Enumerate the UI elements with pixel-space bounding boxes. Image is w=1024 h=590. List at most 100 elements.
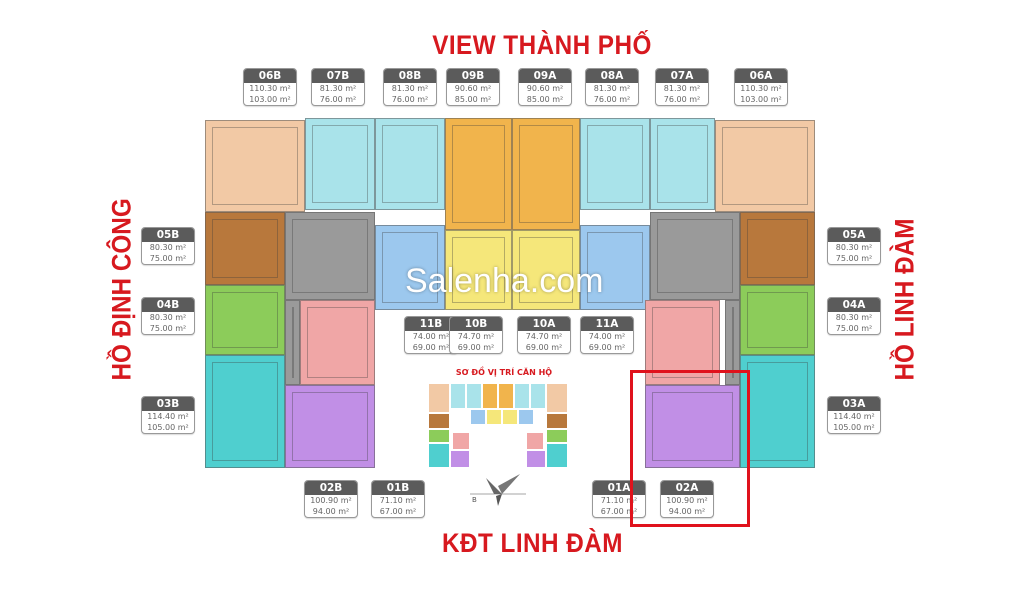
unit-code: 02B (305, 481, 357, 495)
mini-block-06a (546, 383, 568, 413)
unit-area-gross: 100.90 m² (666, 496, 708, 505)
unit-block-11b[interactable] (375, 225, 445, 310)
unit-area-gross: 71.10 m² (379, 496, 417, 505)
mini-block-04b (428, 429, 450, 443)
unit-area-gross: 71.10 m² (600, 496, 638, 505)
unit-area-net: 75.00 m² (149, 254, 187, 263)
title-bottom: KĐT LINH ĐÀM (442, 528, 623, 558)
unit-area-net: 69.00 m² (412, 343, 450, 352)
unit-area-gross: 74.00 m² (412, 332, 450, 341)
mini-block-01b (452, 432, 470, 450)
unit-block-09b[interactable] (445, 118, 512, 230)
unit-area-net: 67.00 m² (379, 507, 417, 516)
unit-code: 11A (581, 317, 633, 331)
watermark: Salenha.com (405, 262, 604, 300)
mini-block-08a (514, 383, 530, 409)
unit-code: 01B (372, 481, 424, 495)
unit-block-03b[interactable] (205, 355, 285, 468)
unit-block-02a[interactable] (645, 385, 740, 468)
unit-area-gross: 81.30 m² (391, 84, 429, 93)
unit-area-net: 94.00 m² (312, 507, 350, 516)
mini-map-title: SƠ ĐỒ VỊ TRÍ CĂN HỘ (455, 368, 553, 377)
unit-block-08b[interactable] (375, 118, 445, 210)
unit-block-03a[interactable] (740, 355, 815, 468)
unit-block-06b[interactable] (205, 120, 305, 212)
unit-area-net: 103.00 m² (249, 95, 291, 104)
unit-area-gross: 80.30 m² (149, 243, 187, 252)
mini-block-09a (498, 383, 514, 409)
unit-code: 05A (828, 228, 880, 242)
unit-block-02b[interactable] (285, 385, 375, 468)
unit-area-gross: 90.60 m² (526, 84, 564, 93)
unit-area-gross: 81.30 m² (663, 84, 701, 93)
unit-block-04b[interactable] (205, 285, 285, 355)
unit-block-08a[interactable] (580, 118, 650, 210)
unit-area-net: 69.00 m² (525, 343, 563, 352)
unit-code: 06A (735, 69, 787, 83)
unit-code: 08A (586, 69, 638, 83)
unit-area-net: 75.00 m² (835, 254, 873, 263)
mini-block-02a (526, 450, 546, 468)
mini-block-03b (428, 443, 450, 468)
unit-code: 11B (405, 317, 457, 331)
unit-area-gross: 90.60 m² (454, 84, 492, 93)
unit-area-net: 105.00 m² (147, 423, 189, 432)
mini-block-06b (428, 383, 450, 413)
unit-area-net: 69.00 m² (588, 343, 626, 352)
unit-block-09a[interactable] (512, 118, 580, 230)
unit-area-gross: 74.00 m² (588, 332, 626, 341)
mini-block-11a (518, 409, 534, 425)
unit-block-06a[interactable] (715, 120, 815, 212)
unit-block-07a[interactable] (650, 118, 715, 210)
unit-code: 03A (828, 397, 880, 411)
unit-code: 07B (312, 69, 364, 83)
unit-area-net: 105.00 m² (833, 423, 875, 432)
unit-block-10b[interactable] (445, 230, 512, 310)
svg-text:B: B (472, 496, 477, 504)
unit-block-05a[interactable] (740, 212, 815, 285)
unit-area-net: 69.00 m² (457, 343, 495, 352)
unit-block-01b[interactable] (300, 300, 375, 385)
mini-block-03a (546, 443, 568, 468)
mini-block-05a (546, 413, 568, 429)
unit-area-gross: 80.30 m² (835, 313, 873, 322)
unit-area-gross: 114.40 m² (833, 412, 875, 421)
unit-block-11a[interactable] (580, 225, 650, 310)
unit-area-gross: 81.30 m² (593, 84, 631, 93)
unit-block-10a[interactable] (512, 230, 580, 310)
mini-block-04a (546, 429, 568, 443)
mini-block-11b (470, 409, 486, 425)
unit-area-net: 75.00 m² (835, 324, 873, 333)
unit-area-gross: 100.90 m² (310, 496, 352, 505)
core-block (285, 212, 375, 300)
unit-area-net: 76.00 m² (319, 95, 357, 104)
unit-block-05b[interactable] (205, 212, 285, 285)
unit-area-net: 94.00 m² (668, 507, 706, 516)
unit-area-net: 103.00 m² (740, 95, 782, 104)
unit-area-gross: 110.30 m² (740, 84, 782, 93)
unit-block-04a[interactable] (740, 285, 815, 355)
unit-block-07b[interactable] (305, 118, 375, 210)
